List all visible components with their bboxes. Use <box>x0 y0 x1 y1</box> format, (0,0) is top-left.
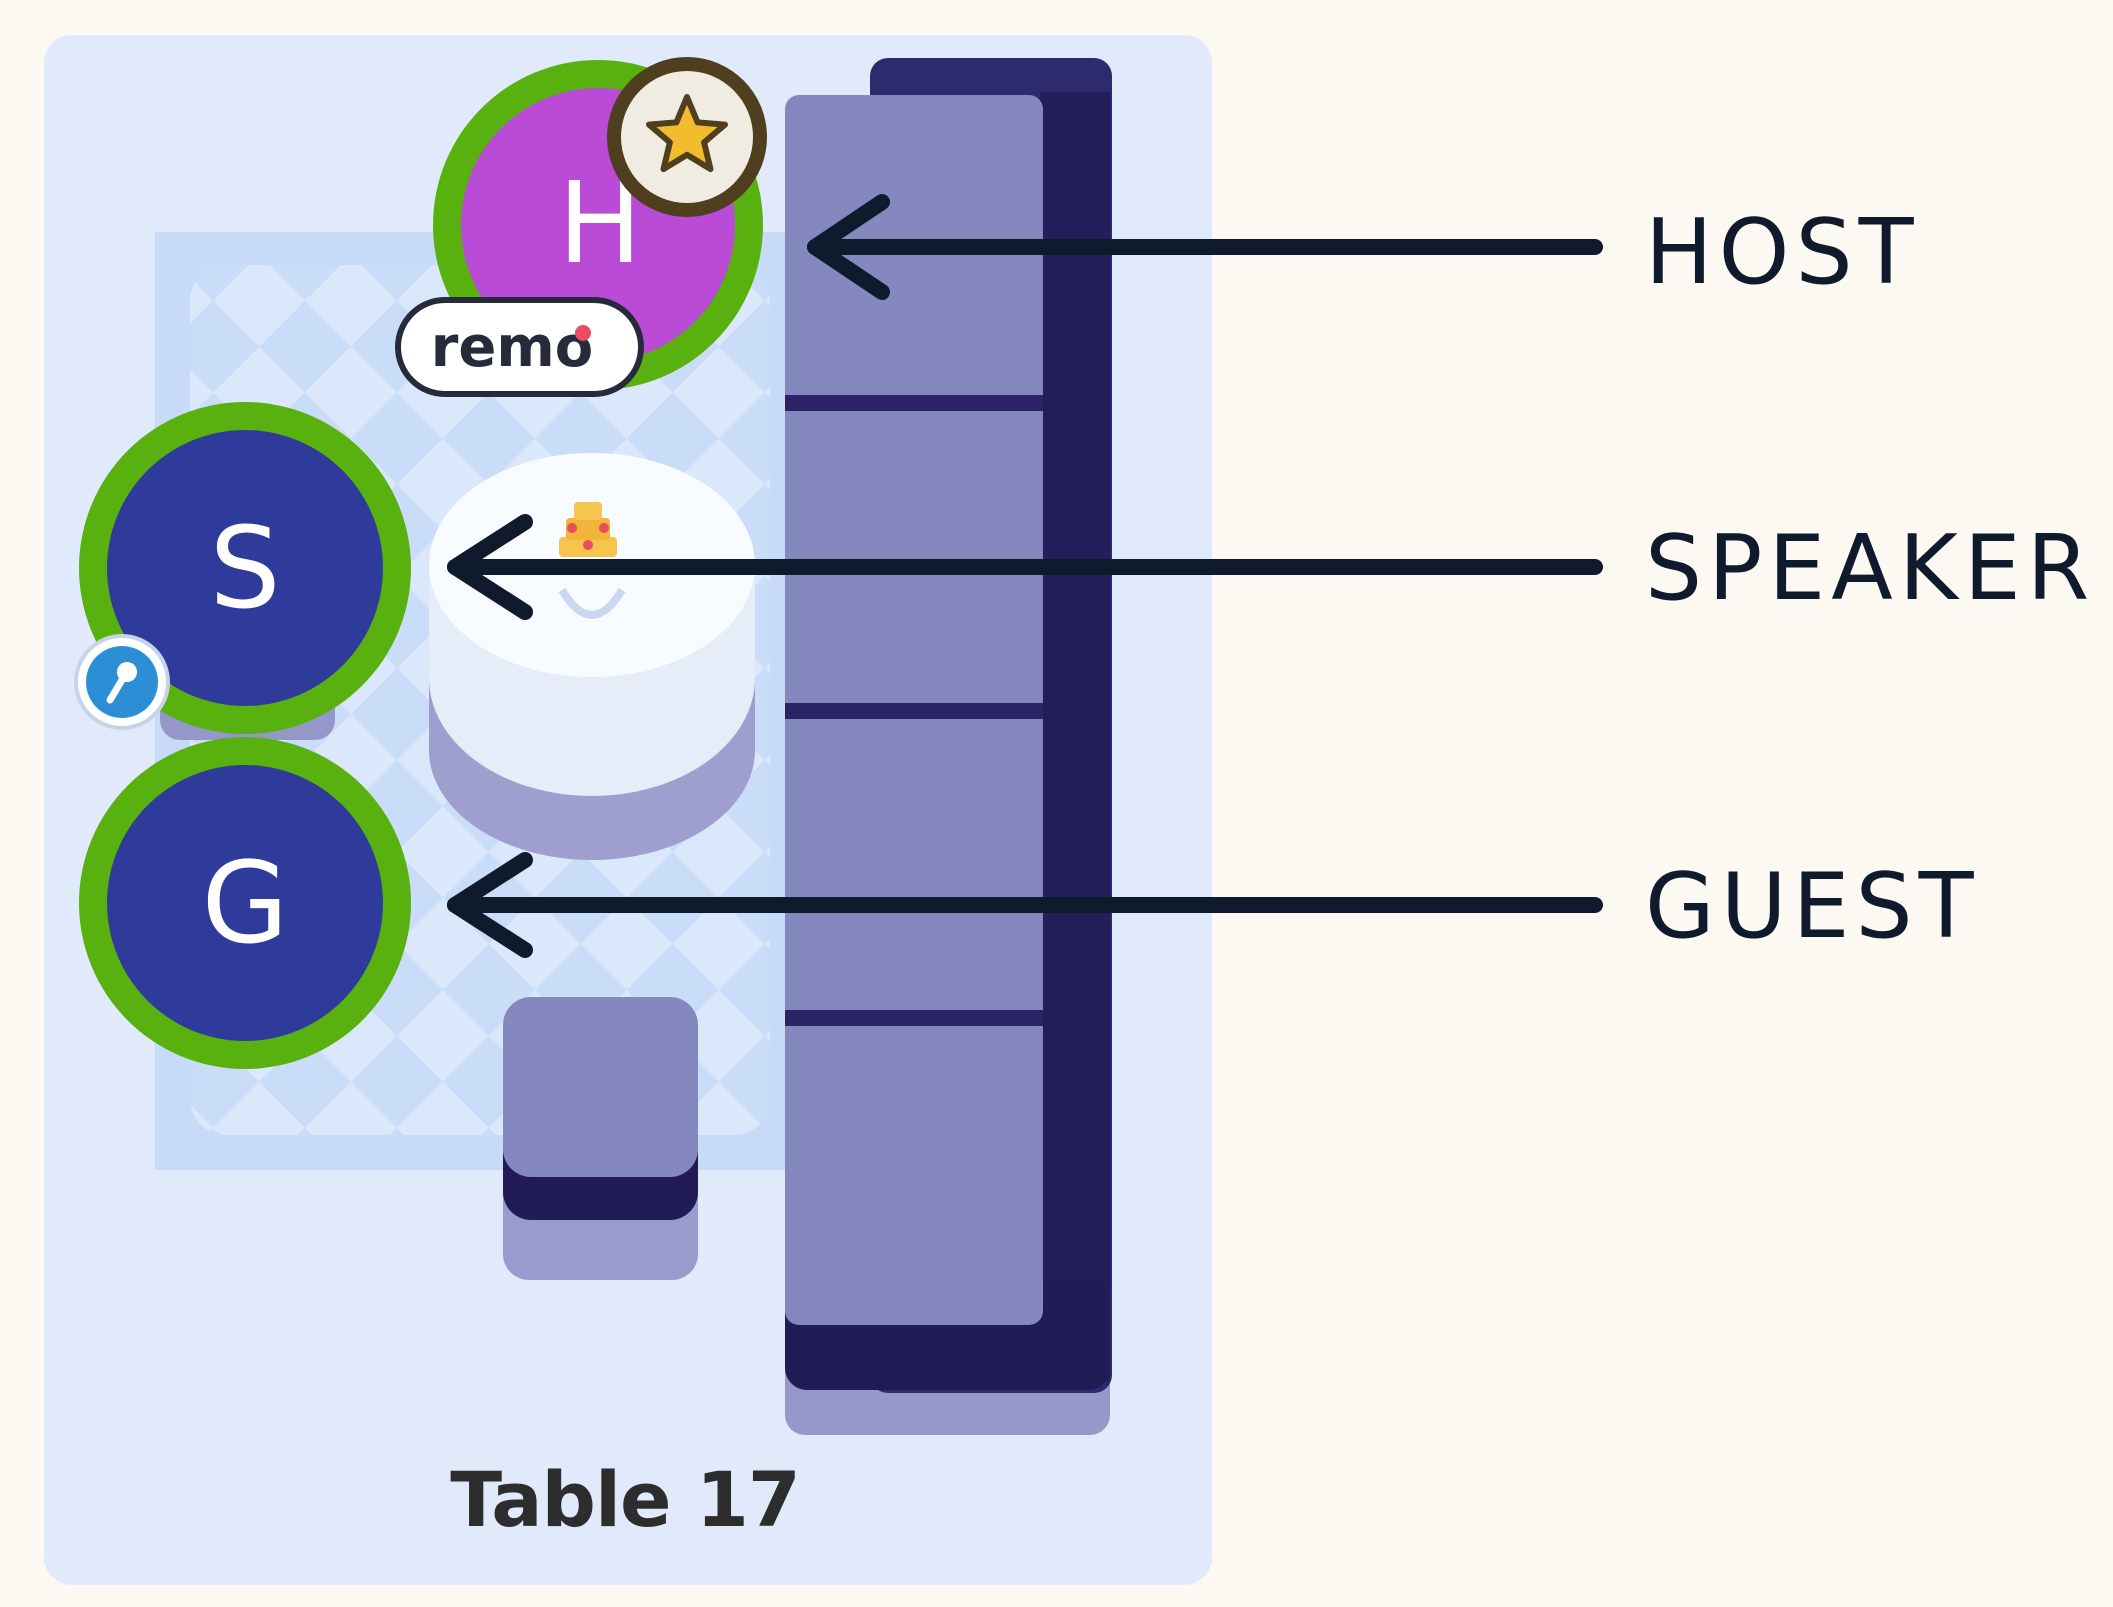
round-table[interactable] <box>429 453 755 860</box>
guest-arrow <box>447 852 1603 958</box>
guest-label: GUEST <box>1645 854 1980 959</box>
table-name: Table 17 <box>450 1455 801 1544</box>
speaker-avatar[interactable]: S <box>79 402 411 740</box>
smile-dot-icon <box>575 325 591 341</box>
host-label: HOST <box>1645 200 1920 305</box>
remo-label: remo <box>431 315 593 380</box>
guest-avatar[interactable]: G <box>79 737 411 1069</box>
speaker-label: SPEAKER <box>1645 516 2096 621</box>
star-icon <box>607 57 767 217</box>
cake-icon <box>559 502 617 557</box>
sofa[interactable] <box>785 58 1112 1435</box>
microphone-icon <box>74 634 170 730</box>
remo-badge: remo <box>395 297 644 397</box>
host-arrow <box>807 194 1603 300</box>
stool <box>503 997 698 1280</box>
speaker-arrow <box>447 514 1603 620</box>
guest-initial: G <box>202 839 289 969</box>
speaker-initial: S <box>209 504 280 634</box>
